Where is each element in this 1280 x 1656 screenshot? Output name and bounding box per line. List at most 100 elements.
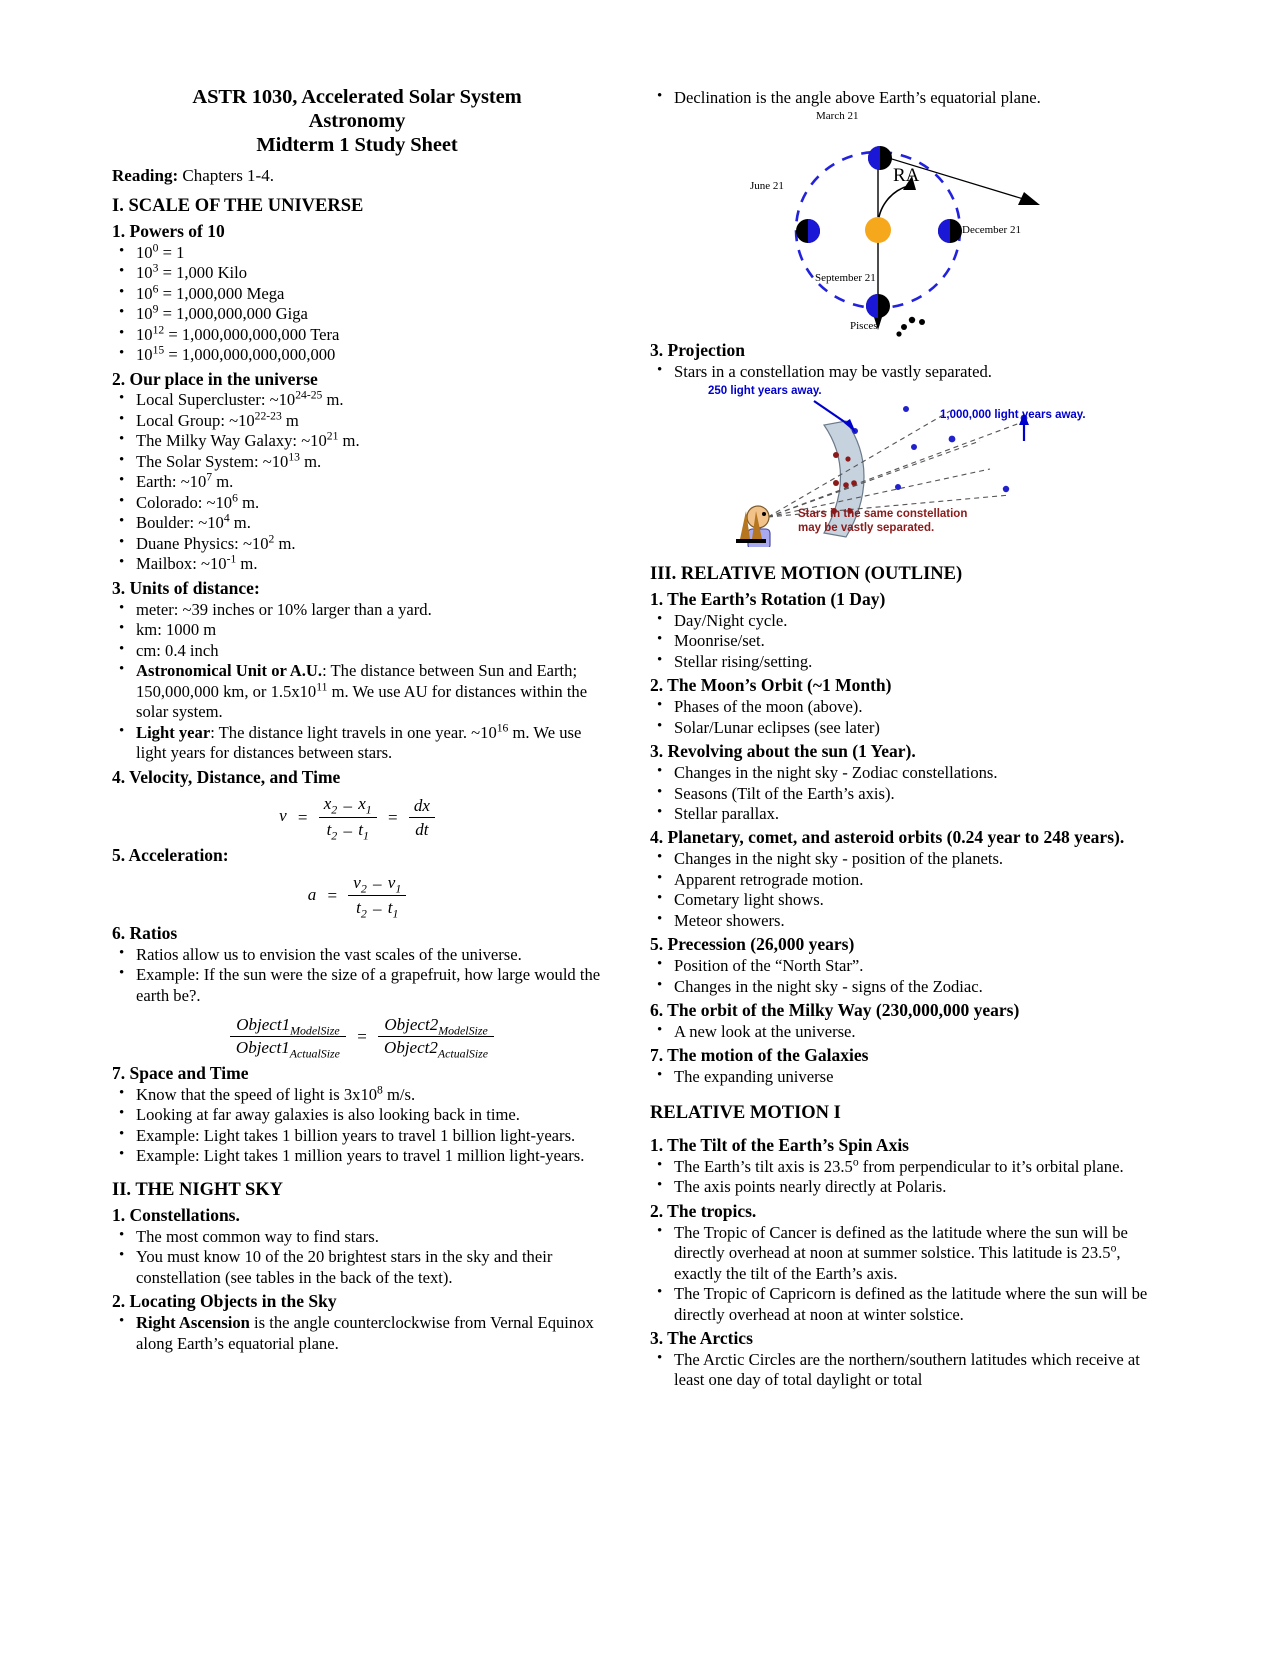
subheading-locating-objects: 2. Locating Objects in the Sky [112,1291,337,1312]
section-heading-night-sky: II. THE NIGHT SKY [112,1179,284,1200]
subheading-velocity-distance-time: 4. Velocity, Distance, and Time [112,766,341,787]
projection-list: Stars in a constellation may be vastly s… [650,361,1150,382]
left-column: ASTR 1030, Accelerated Solar System Astr… [112,86,602,1391]
list-item: Solar/Lunar eclipses (see later) [650,717,1150,738]
list-item: The expanding universe [650,1066,1150,1087]
observer-leg-right [752,510,762,539]
list-item: Looking at far away galaxies is also loo… [112,1104,602,1125]
subheading-moons-orbit: 2. The Moon’s Orbit (~1 Month) [650,675,892,696]
list-item: Ratios allow us to envision the vast sca… [112,944,602,965]
subheading-units-of-distance: 3. Units of distance: [112,577,260,598]
list-item: Example: Light takes 1 million years to … [112,1145,602,1166]
pisces-star [919,319,925,326]
subheading-the-tropics: 2. The tropics. [650,1200,757,1221]
subheading-motion-of-galaxies: 7. The motion of the Galaxies [650,1045,869,1066]
observer-leg-left [740,510,750,539]
au-term: Astronomical Unit or A.U. [136,661,323,681]
list-item: Local Group: ~1022-23 m [112,410,602,431]
earth-orbit-ra-figure: March 21 June 21 December 21 September 2… [650,108,1150,338]
milky-way-list: A new look at the universe. [650,1021,1150,1042]
subheading-earths-rotation: 1. The Earth’s Rotation (1 Day) [650,588,886,609]
pisces-star [896,331,902,338]
subheading-constellations: 1. Constellations. [112,1204,240,1225]
list-item: 1015 = 1,000,000,000,000,000 [112,343,602,365]
page-title: ASTR 1030, Accelerated Solar System Astr… [112,86,602,157]
list-item: Know that the speed of light is 3x108 m/… [112,1084,602,1105]
list-item: Day/Night cycle. [650,610,1150,631]
earth-december-lit [938,219,950,244]
annotation-arrow-head-million-ly [1019,412,1029,425]
reading-label: Reading: [112,166,179,186]
list-item: meter: ~39 inches or 10% larger than a y… [112,599,602,620]
label-250-light-years: 250 light years away. [708,384,822,397]
list-item: 106 = 1,000,000 Mega [112,283,602,304]
place-scale: ~1013 m. [262,450,322,471]
place-label: The Solar System: [136,451,259,471]
pisces-star [901,324,907,331]
power-prefix: Giga [275,304,308,324]
label-march-21: March 21 [816,110,859,123]
list-item: Duane Physics: ~102 m. [112,533,602,554]
subheading-revolving-about-sun: 3. Revolving about the sun (1 Year). [650,741,916,762]
ra-arc-arrow [903,176,916,191]
earths-rotation-list: Day/Night cycle. Moonrise/set. Stellar r… [650,610,1150,672]
place-label: Local Group: [136,410,225,430]
place-label: Mailbox: [136,554,197,574]
projected-stars [831,451,857,514]
earth-september-lit [866,294,878,319]
power-exponent: 0 [152,241,159,255]
sun-marker [865,217,891,244]
power-prefix: Mega [246,283,285,303]
power-exponent: 3 [152,261,159,275]
list-item: The axis points nearly directly at Polar… [650,1176,1150,1197]
observer-legs-svg [736,510,766,543]
list-item: Meteor showers. [650,910,1150,931]
list-item: Example: If the sun were the size of a g… [112,964,602,1006]
orbit-diagram-svg [794,146,1040,338]
subheading-our-place-in-universe: 2. Our place in the universe [112,368,318,389]
label-june-21: June 21 [750,180,784,193]
power-value: = 1,000,000,000,000 [168,324,307,344]
section-heading-relative-motion-i: RELATIVE MOTION I [650,1102,841,1123]
list-item-right-ascension: Right Ascension is the angle countercloc… [112,1312,602,1354]
title-line-2: Astronomy [308,109,406,132]
observer-eye [762,511,766,516]
place-scale: ~1021 m. [301,429,360,451]
powers-of-ten-list: 100 = 1 103 = 1,000 Kilo 106 = 1,000,000… [112,241,602,366]
projection-diagram-svg [746,399,1029,547]
list-item: The Milky Way Galaxy: ~1021 m. [112,429,602,451]
list-item: cm: 0.4 inch [112,640,602,661]
power-exponent: 15 [152,343,165,357]
ra-direction-arrow [1018,192,1040,206]
power-value: = 1 [162,242,185,262]
subheading-projection: 3. Projection [650,340,745,361]
subheading-precession: 5. Precession (26,000 years) [650,934,855,955]
list-item: Stellar rising/setting. [650,651,1150,672]
subheading-powers-of-10: 1. Powers of 10 [112,220,225,241]
two-column-layout: ASTR 1030, Accelerated Solar System Astr… [0,0,1280,1391]
list-item: The most common way to find stars. [112,1226,602,1247]
power-value: = 1,000 [162,263,214,283]
equation-ratio-proportion: Object1ModelSize Object1ActualSize = Obj… [112,1014,602,1059]
subheading-milky-way-orbit: 6. The orbit of the Milky Way (230,000,0… [650,1000,1020,1021]
power-prefix: Kilo [217,263,248,283]
tropics-list: The Tropic of Cancer is defined as the l… [650,1222,1150,1325]
list-item: 1012 = 1,000,000,000,000 Tera [112,324,602,345]
power-exponent: 9 [152,302,159,316]
list-item-light-year: Light year: The distance light travels i… [112,722,602,764]
list-item: Mailbox: ~10-1 m. [112,553,602,574]
list-item: The Tropic of Capricorn is defined as th… [650,1283,1150,1325]
planetary-orbits-list: Changes in the night sky - position of t… [650,848,1150,931]
list-item: km: 1000 m [112,619,602,640]
sight-lines [767,410,1021,518]
axis-arrow-head [873,314,883,331]
declination-list: Declination is the angle above Earth’s e… [650,87,1150,108]
label-september-21: September 21 [815,272,876,285]
space-time-list: Know that the speed of light is 3x108 m/… [112,1084,602,1167]
list-item: Apparent retrograde motion. [650,869,1150,890]
subheading-acceleration: 5. Acceleration: [112,844,229,865]
light-year-term: Light year [136,722,211,742]
list-item: Stellar parallax. [650,803,1150,824]
list-item: Colorado: ~106 m. [112,492,602,513]
list-item: Earth: ~107 m. [112,471,602,492]
